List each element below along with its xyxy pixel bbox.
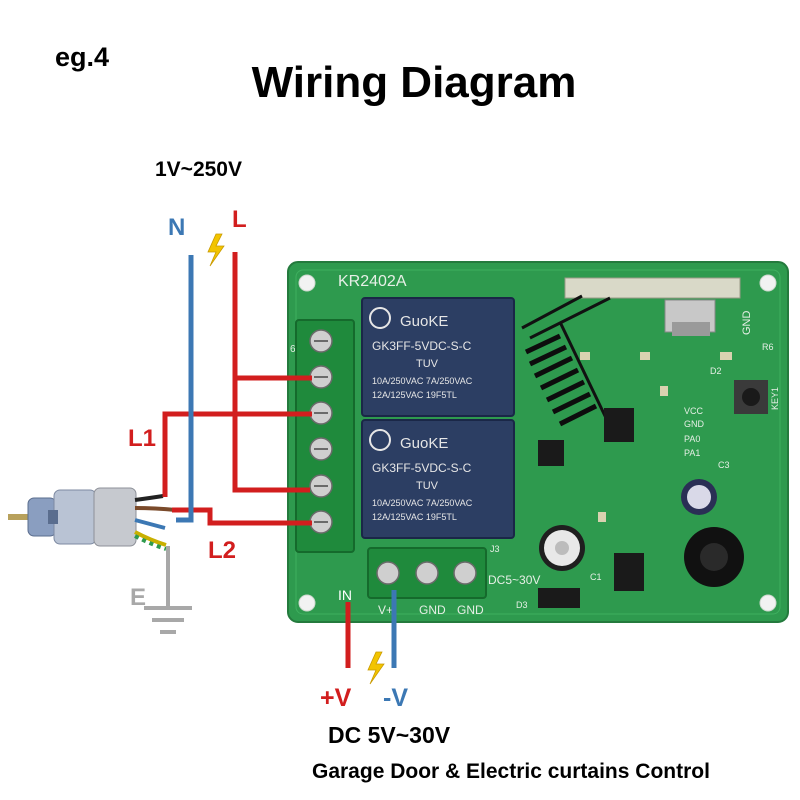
board-r6-label: R6 — [762, 342, 774, 352]
line-label: L — [232, 206, 247, 233]
dc-positive-label: +V — [320, 684, 352, 712]
dc-supply-label: DC 5V~30V — [328, 722, 451, 748]
board-model-label: KR2402A — [338, 273, 407, 290]
mount-hole-bottom-right — [759, 594, 777, 612]
dc-negative-label: -V — [383, 684, 408, 712]
earth-ground — [144, 546, 192, 634]
ac-voltage-label: 1V~250V — [155, 158, 242, 181]
power-vplus-label: V+ — [378, 603, 393, 617]
relay-1-model: GK3FF-5VDC-S-C — [372, 339, 472, 353]
mount-hole-bottom-left — [298, 594, 316, 612]
board-pa0-label: PA0 — [684, 434, 700, 444]
relay-1-rating-2: 12A/125VAC 19F5TL — [372, 390, 457, 400]
relay-2: GuoKE GK3FF-5VDC-S-C TUV 10A/250VAC 7A/2… — [361, 419, 515, 539]
relay-1: GuoKE GK3FF-5VDC-S-C TUV 10A/250VAC 7A/2… — [361, 297, 515, 417]
board-gnd2-label: GND — [684, 419, 705, 429]
board-c1-label: C1 — [590, 572, 602, 582]
board-terminal-number: 6 — [290, 344, 296, 355]
coil-antenna — [521, 294, 611, 427]
relay-1-brand: GuoKE — [400, 313, 448, 330]
power-gnd-label-1: GND — [419, 603, 446, 617]
board-dc-range-label: DC5~30V — [488, 573, 540, 587]
lightning-icon — [207, 233, 225, 267]
relay-1-rating-1: 10A/250VAC 7A/250VAC — [372, 376, 473, 386]
footer-caption: Garage Door & Electric curtains Control — [312, 760, 710, 783]
wire-L — [232, 252, 310, 493]
load-1-label: L1 — [128, 425, 157, 452]
power-terminal-block: IN V+ GND GND DC5~30V J3 — [338, 544, 540, 617]
earth-label: E — [130, 584, 147, 611]
load-2-label: L2 — [208, 537, 237, 564]
neutral-label: N — [168, 214, 186, 241]
power-gnd-label-2: GND — [457, 603, 484, 617]
board-pa1-label: PA1 — [684, 448, 700, 458]
rf-receiver-module: GND — [564, 277, 753, 336]
board-gnd-label: GND — [741, 311, 753, 336]
relay-1-cert: TUV — [416, 358, 439, 370]
power-in-label: IN — [338, 587, 352, 603]
relay-2-cert: TUV — [416, 480, 439, 492]
board-d2-label: D2 — [710, 366, 722, 376]
board-silkscreen: VCC GND PA0 PA1 KEY1 R6 D2 C3 C1 D3 — [516, 342, 780, 610]
pcb-components — [538, 352, 768, 608]
example-label: eg.4 — [55, 42, 110, 72]
blue-wires — [176, 255, 397, 668]
board-j3-label: J3 — [490, 544, 500, 554]
motor — [8, 487, 137, 547]
lightning-icon-dc — [367, 651, 385, 685]
mount-hole-top-right — [759, 274, 777, 292]
board-vcc-label: VCC — [684, 406, 704, 416]
page-title: Wiring Diagram — [251, 58, 577, 107]
relay-2-rating-2: 12A/125VAC 19F5TL — [372, 512, 457, 522]
relay-2-rating-1: 10A/250VAC 7A/250VAC — [372, 498, 473, 508]
mount-hole-top-left — [298, 274, 316, 292]
capacitors — [539, 479, 744, 587]
wire-N — [176, 255, 194, 523]
board-d3-label: D3 — [516, 600, 528, 610]
wire-L1 — [162, 411, 312, 497]
motor-cables — [134, 494, 177, 551]
relay-2-model: GK3FF-5VDC-S-C — [372, 461, 472, 475]
relay-2-brand: GuoKE — [400, 435, 448, 452]
board-key-label: KEY1 — [770, 387, 780, 410]
output-terminal-block — [295, 319, 355, 553]
board-c3-label: C3 — [718, 460, 730, 470]
